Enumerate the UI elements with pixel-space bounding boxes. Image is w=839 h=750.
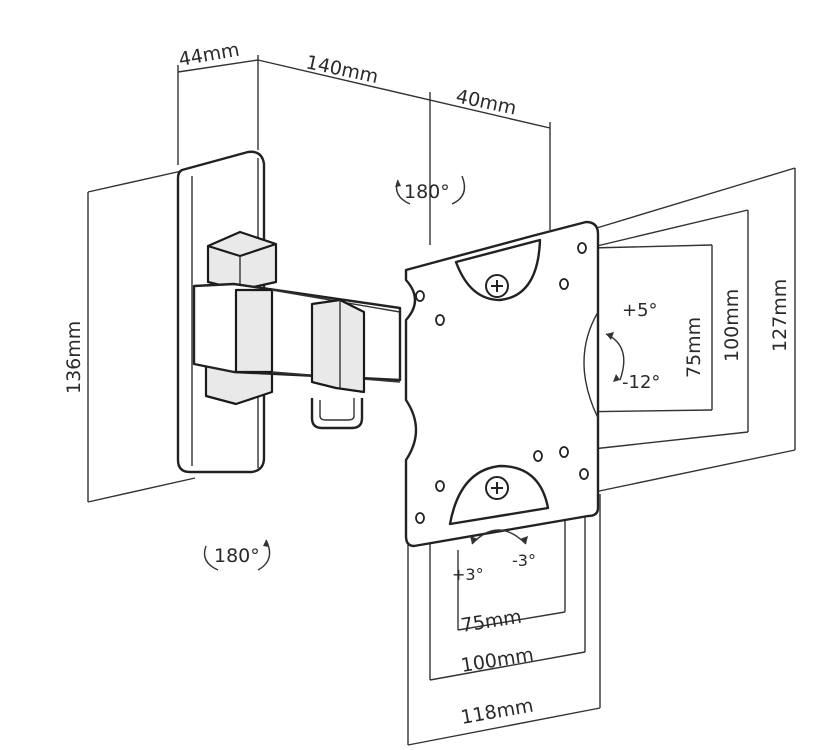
label-level-minus: -3° <box>512 551 536 570</box>
label-vesa-h-127: 127mm <box>769 279 791 352</box>
label-wall-depth: 44mm <box>177 39 241 71</box>
tilt-arrow-icon <box>605 332 625 382</box>
mounting-holes <box>415 242 589 524</box>
label-vesa-h-100: 100mm <box>721 289 743 362</box>
label-arm-length: 140mm <box>304 51 380 88</box>
label-tilt-down: -12° <box>622 372 660 393</box>
swivel-top-icon <box>395 175 466 205</box>
screw-top-icon <box>485 274 509 298</box>
label-bottom-swivel: 180° <box>214 545 260 567</box>
label-vesa-w-100: 100mm <box>459 644 535 677</box>
label-level-plus: +3° <box>452 565 484 584</box>
label-vesa-h-75: 75mm <box>683 317 705 378</box>
level-arrow-icon <box>470 529 528 545</box>
label-top-swivel: 180° <box>404 181 450 203</box>
rotation-labels: 180° 180° +5° -12° +3° -3° <box>214 181 660 584</box>
label-tilt-up: +5° <box>622 300 658 321</box>
swivel-bottom-icon <box>203 539 271 571</box>
swing-arm <box>192 282 402 430</box>
screw-bottom-icon <box>485 476 509 500</box>
vesa-plate <box>404 220 600 548</box>
label-plate-offset: 40mm <box>454 85 518 119</box>
label-vesa-w-118: 118mm <box>459 695 535 729</box>
label-wall-plate-height: 136mm <box>63 321 85 394</box>
label-vesa-w-75: 75mm <box>459 606 523 637</box>
